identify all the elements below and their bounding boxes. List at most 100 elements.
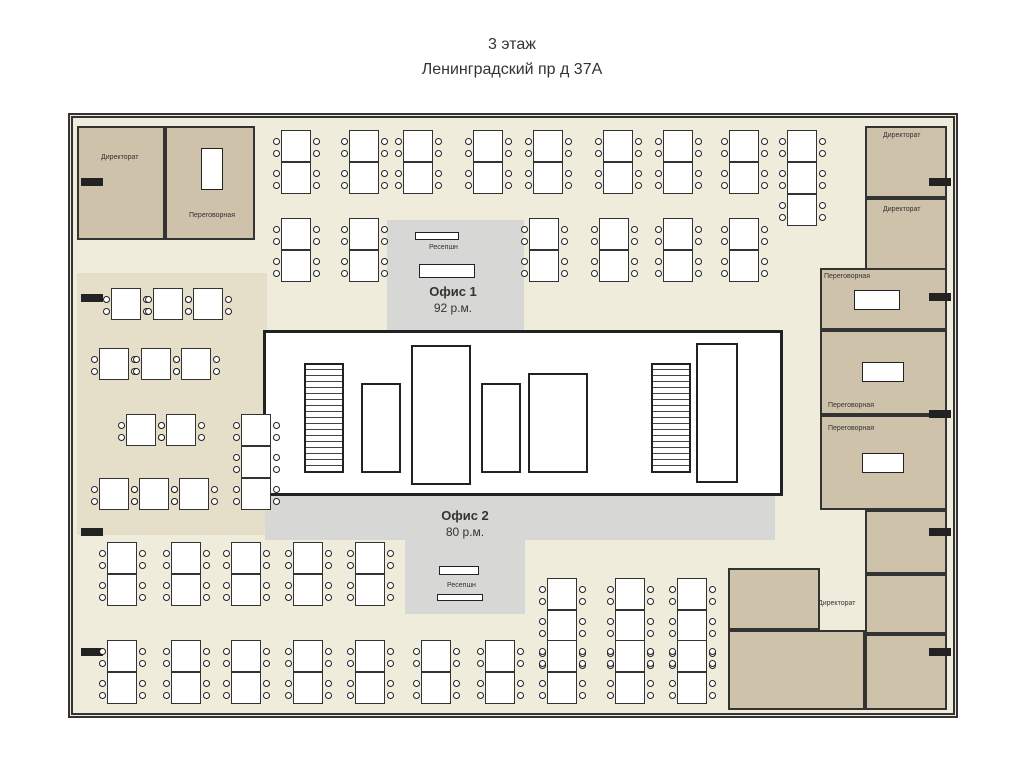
room-label: Переговорная [824, 273, 870, 280]
room-directorate-bottom[interactable] [728, 568, 820, 630]
desk [355, 574, 385, 606]
desk [787, 194, 817, 226]
chair [273, 150, 280, 157]
chair [779, 138, 786, 145]
chair [381, 182, 388, 189]
chair [761, 138, 768, 145]
chair [607, 630, 614, 637]
chair [325, 562, 332, 569]
desk [241, 478, 271, 510]
room-directorate-right-2[interactable]: Директорат [865, 198, 947, 270]
chair [163, 660, 170, 667]
room-label: Переговорная [828, 425, 874, 432]
desk [171, 640, 201, 672]
room-office-right-c[interactable] [865, 634, 947, 710]
chair [465, 170, 472, 177]
chair [709, 660, 716, 667]
chair [163, 562, 170, 569]
meeting-table [854, 290, 900, 310]
desk [349, 218, 379, 250]
desk [111, 288, 141, 320]
room-meeting-left[interactable]: Переговорная [165, 126, 255, 240]
chair [233, 454, 240, 461]
chair [118, 434, 125, 441]
chair [313, 170, 320, 177]
room-office-bottom[interactable] [728, 630, 865, 710]
chair [579, 630, 586, 637]
chair [341, 182, 348, 189]
chair [579, 680, 586, 687]
chair [273, 170, 280, 177]
chair [709, 630, 716, 637]
chair [819, 138, 826, 145]
chair [273, 182, 280, 189]
chair [273, 486, 280, 493]
chair [561, 258, 568, 265]
room-office-right-a[interactable] [865, 510, 947, 574]
desk [677, 610, 707, 642]
desk [349, 162, 379, 194]
desk [547, 672, 577, 704]
chair [819, 182, 826, 189]
chair [99, 680, 106, 687]
chair [313, 150, 320, 157]
chair [325, 680, 332, 687]
chair [539, 598, 546, 605]
chair [517, 680, 524, 687]
chair [721, 238, 728, 245]
chair [325, 594, 332, 601]
desk [485, 672, 515, 704]
room-office-right-b[interactable] [865, 574, 947, 634]
chair [631, 258, 638, 265]
room-meeting-right-3[interactable]: Переговорная [820, 415, 947, 510]
chair [669, 598, 676, 605]
desk [663, 218, 693, 250]
chair [505, 170, 512, 177]
chair [381, 226, 388, 233]
chair [223, 680, 230, 687]
chair [347, 594, 354, 601]
chair [595, 138, 602, 145]
chair [203, 648, 210, 655]
chair [163, 550, 170, 557]
chair [517, 692, 524, 699]
room-meeting-right-1[interactable]: Переговорная [820, 268, 947, 330]
chair [381, 270, 388, 277]
chair [579, 598, 586, 605]
meeting-table [862, 362, 904, 382]
chair [145, 296, 152, 303]
chair [595, 182, 602, 189]
chair [779, 170, 786, 177]
chair [539, 586, 546, 593]
chair [223, 692, 230, 699]
room-label: Директорат [883, 132, 921, 139]
reception-label: Ресепшн [429, 244, 458, 251]
chair [347, 550, 354, 557]
chair [761, 150, 768, 157]
chair [561, 238, 568, 245]
reception-desk [439, 566, 479, 575]
chair [99, 562, 106, 569]
room-meeting-right-2[interactable]: Переговорная [820, 330, 947, 415]
desk [179, 478, 209, 510]
chair [669, 692, 676, 699]
chair [341, 150, 348, 157]
chair [213, 356, 220, 363]
chair [263, 550, 270, 557]
chair [341, 270, 348, 277]
chair [561, 270, 568, 277]
chair [118, 422, 125, 429]
chair [273, 258, 280, 265]
chair [721, 170, 728, 177]
chair [163, 692, 170, 699]
desk [281, 218, 311, 250]
chair [395, 150, 402, 157]
chair [99, 594, 106, 601]
chair [387, 582, 394, 589]
room-directorate-right-1[interactable]: Директорат [865, 126, 947, 198]
chair [163, 594, 170, 601]
chair [347, 562, 354, 569]
chair [607, 586, 614, 593]
chair [435, 182, 442, 189]
desk [677, 640, 707, 672]
